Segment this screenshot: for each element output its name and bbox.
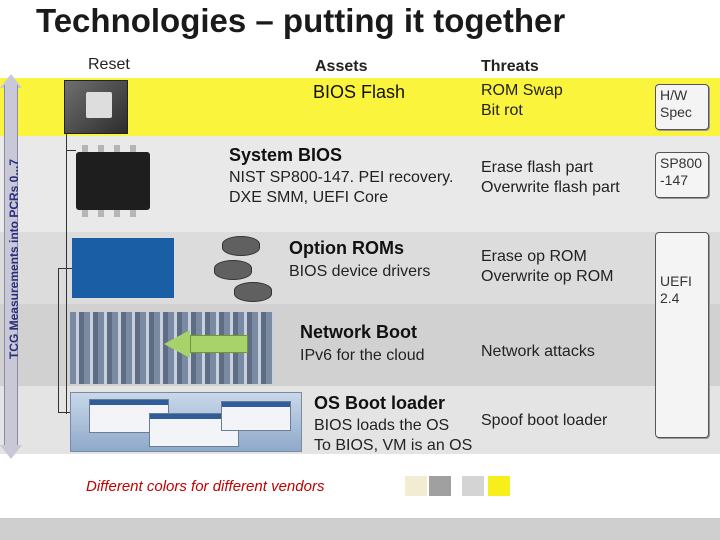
os-boot-loader-threats: Spoof boot loader bbox=[481, 412, 608, 429]
vendor-swatch-yellow bbox=[488, 476, 510, 496]
footer-bar bbox=[0, 518, 720, 540]
slide-title: Technologies – putting it together bbox=[36, 2, 566, 39]
left-arrow-shaft bbox=[190, 335, 248, 353]
pcr-measurements-label: TCG Measurements into PCRs 0...7 bbox=[7, 158, 21, 360]
network-boot-description: IPv6 for the cloud bbox=[300, 347, 425, 364]
window-thumbnail bbox=[221, 401, 291, 431]
option-roms-title: Option ROMs bbox=[289, 238, 404, 258]
bios-flash-title: BIOS Flash bbox=[313, 82, 406, 102]
assets-header: Assets bbox=[315, 58, 368, 75]
hw-spec-box: H/W Spec bbox=[655, 84, 709, 130]
option-roms-threats: Erase op ROM Overwrite op ROM bbox=[481, 248, 614, 285]
vendor-swatch-beige bbox=[405, 476, 427, 496]
network-boot-title: Network Boot bbox=[300, 322, 417, 342]
bios-flash-threats: ROM Swap Bit rot bbox=[481, 82, 563, 119]
left-arrow-icon bbox=[164, 330, 190, 358]
os-window-icon bbox=[70, 392, 302, 452]
option-roms-description: BIOS device drivers bbox=[289, 263, 431, 280]
double-arrow-shaft bbox=[4, 85, 18, 447]
connector-line bbox=[58, 268, 59, 412]
uefi-2-4-box: UEFI 2.4 bbox=[655, 232, 709, 438]
chip-pin bbox=[98, 210, 104, 217]
chip-pin bbox=[130, 145, 136, 152]
reset-header: Reset bbox=[88, 56, 130, 73]
system-bios-title: System BIOS bbox=[229, 145, 343, 165]
network-boot-threats: Network attacks bbox=[481, 343, 595, 360]
cpu-die bbox=[86, 92, 112, 118]
chip-pin bbox=[98, 145, 104, 152]
database-icon bbox=[214, 260, 252, 280]
connector-line bbox=[58, 412, 70, 413]
chip-pin bbox=[130, 210, 136, 217]
double-arrow-head-bottom bbox=[0, 445, 22, 459]
system-bios-description: NIST SP800-147. PEI recovery. DXE SMM, U… bbox=[229, 169, 454, 206]
os-boot-loader-title: OS Boot loader bbox=[314, 393, 446, 413]
connector-line bbox=[66, 134, 67, 414]
chip-pin bbox=[82, 145, 88, 152]
chip-pin bbox=[82, 210, 88, 217]
vendor-swatch-lightgray bbox=[462, 476, 484, 496]
vendor-swatch-gray bbox=[429, 476, 451, 496]
double-arrow-icon bbox=[0, 74, 22, 88]
sp800-147-box: SP800 -147 bbox=[655, 152, 709, 198]
connector-line bbox=[58, 268, 72, 269]
device-card-icon bbox=[72, 238, 174, 298]
chip-pin bbox=[114, 210, 120, 217]
threats-header: Threats bbox=[481, 58, 539, 75]
chip-pin bbox=[114, 145, 120, 152]
flash-chip-icon bbox=[76, 152, 150, 210]
vendor-colors-caption: Different colors for different vendors bbox=[86, 478, 325, 495]
os-boot-loader-description: BIOS loads the OS To BIOS, VM is an OS bbox=[314, 417, 473, 454]
database-icon bbox=[222, 236, 260, 256]
connector-line bbox=[66, 150, 76, 151]
system-bios-threats: Erase flash part Overwrite flash part bbox=[481, 159, 620, 196]
database-icon bbox=[234, 282, 272, 302]
